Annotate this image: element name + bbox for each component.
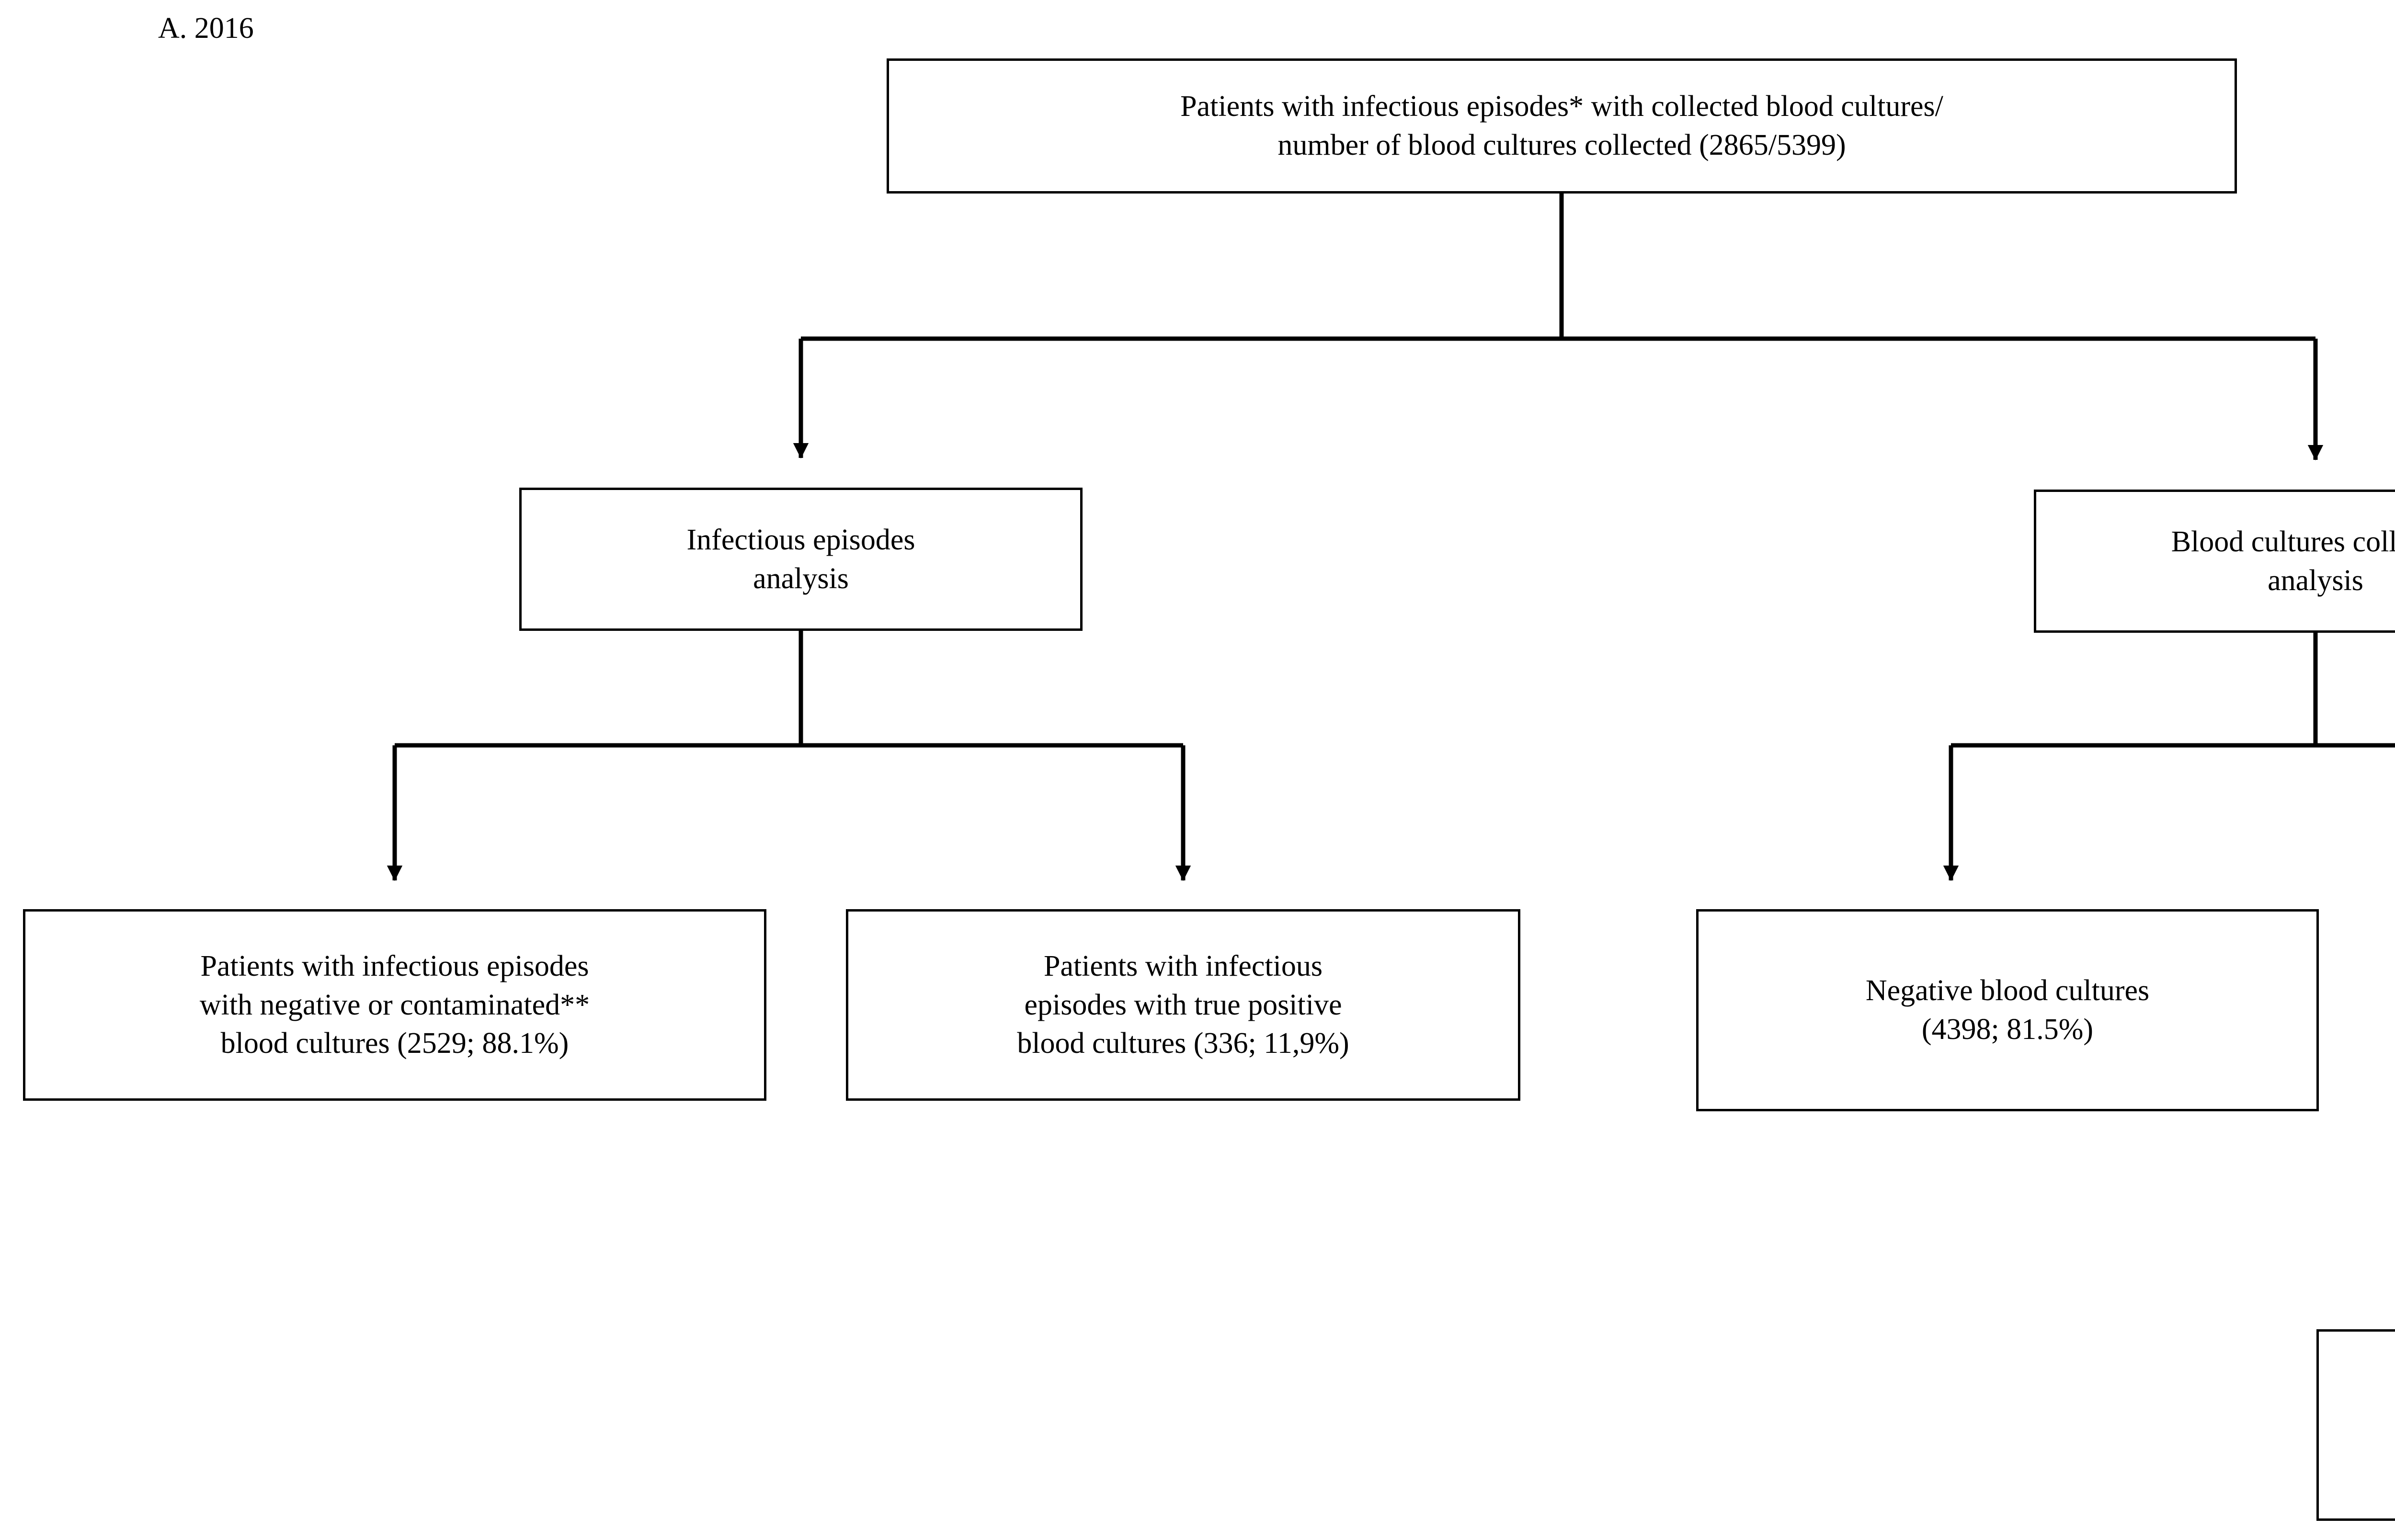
node-episodes-true-positive: Patients with infectious episodes with t… xyxy=(846,909,1520,1101)
node-root: Patients with infectious episodes* with … xyxy=(887,58,2237,194)
node-negative-cultures-label: Negative blood cultures (4398; 81.5%) xyxy=(1865,974,2150,1046)
node-cultures-analysis: Blood cultures collected analysis xyxy=(2034,490,2395,633)
node-episodes-analysis-label: Infectious episodes analysis xyxy=(686,523,915,595)
panel-label: A. 2016 xyxy=(158,12,254,45)
node-episodes-negative-label: Patients with infectious episodes with n… xyxy=(199,950,590,1060)
node-negative-cultures: Negative blood cultures (4398; 81.5%) xyxy=(1696,909,2319,1111)
node-cultures-analysis-label: Blood cultures collected analysis xyxy=(2171,525,2395,597)
node-episodes-analysis: Infectious episodes analysis xyxy=(519,488,1083,631)
node-episodes-negative: Patients with infectious episodes with n… xyxy=(23,909,766,1101)
node-root-label: Patients with infectious episodes* with … xyxy=(1180,90,1943,161)
node-episodes-true-positive-label: Patients with infectious episodes with t… xyxy=(1017,950,1349,1060)
node-contaminated-cultures: Contaminated blood cultures * * (441; 8.… xyxy=(2316,1329,2395,1521)
